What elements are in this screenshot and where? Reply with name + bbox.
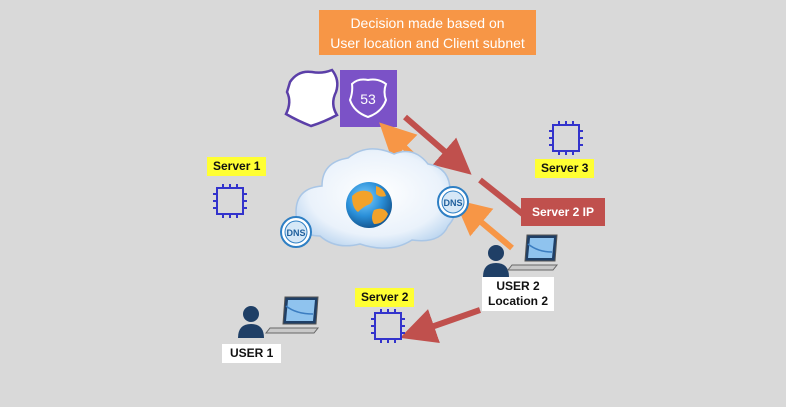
user2-label-line-2: Location 2	[488, 294, 549, 308]
arrow-route53-to-resolver	[403, 114, 472, 175]
route53-icon: 53	[340, 70, 397, 127]
user1-label: USER 1	[222, 344, 282, 363]
arrow-resolver-to-user2	[478, 177, 526, 218]
server3-chip-icon	[549, 121, 583, 155]
server2-chip-icon	[371, 309, 405, 343]
dns-icon-resolver: DNS	[437, 186, 469, 218]
user2-label: USER 2 Location 2	[482, 277, 555, 311]
banner-line-2: User location and Client subnet	[330, 35, 525, 51]
user1-laptop-icon	[264, 296, 320, 334]
arrow-user2-to-resolver	[454, 199, 514, 251]
svg-text:DNS: DNS	[286, 228, 305, 238]
route53-shield-outline-icon	[284, 68, 339, 128]
server2-label: Server 2	[355, 288, 415, 307]
banner-line-1: Decision made based on	[350, 15, 505, 31]
user2-person-icon	[483, 245, 509, 277]
user2-label-line-1: USER 2	[496, 279, 540, 293]
arrow-user2-to-server2	[400, 307, 481, 344]
decision-banner: Decision made based on User location and…	[319, 10, 536, 55]
server1-label: Server 1	[207, 157, 267, 176]
globe-icon	[346, 182, 392, 228]
server1-chip-icon	[213, 184, 247, 218]
user1-person-icon	[238, 306, 264, 338]
dns-icon-left: DNS	[280, 216, 312, 248]
server3-label: Server 3	[535, 159, 595, 178]
svg-text:DNS: DNS	[443, 198, 462, 208]
route53-number: 53	[360, 91, 376, 107]
user2-laptop-icon	[506, 234, 559, 271]
server2-ip-response-box: Server 2 IP	[521, 198, 605, 226]
